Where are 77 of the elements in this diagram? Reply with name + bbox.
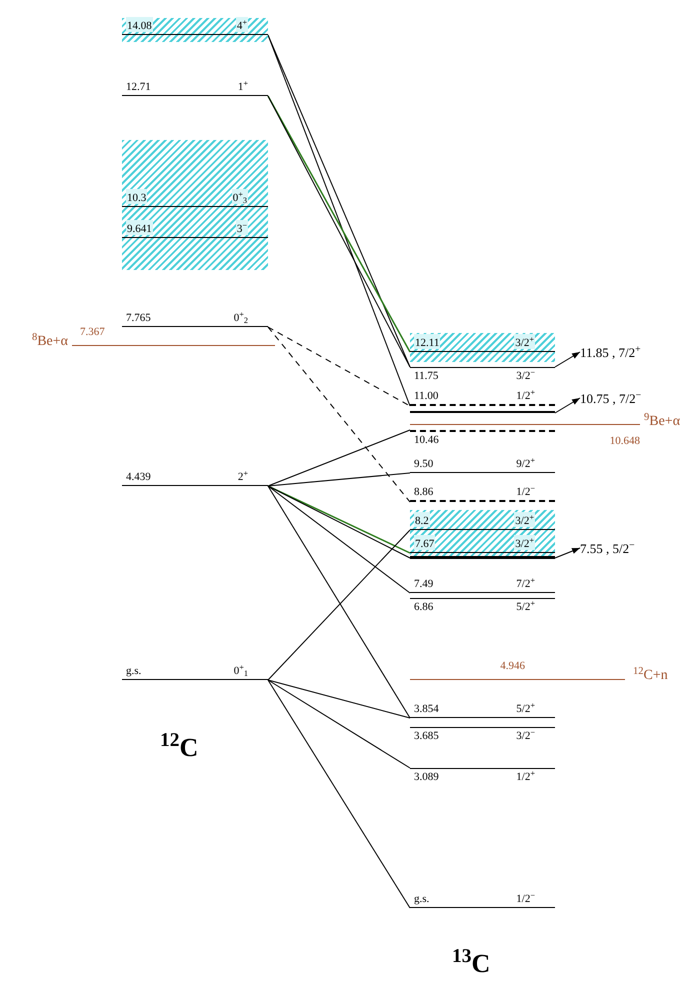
- threshold-energy: 7.367: [80, 326, 105, 338]
- energy-value: g.s.: [126, 666, 142, 677]
- spin-parity: 3/2$^{+}$: [514, 512, 535, 527]
- spin-parity: 3/2$^{−}$: [516, 731, 535, 742]
- energy-level: [410, 700, 555, 718]
- transition-line: [268, 326, 410, 406]
- energy-level: [410, 535, 555, 553]
- transition-line: [268, 680, 410, 908]
- spin-parity: 1/2$^{−}$: [516, 894, 535, 905]
- energy-value: 9.50: [414, 459, 434, 470]
- reaction-channel: $^{8}$Be+α: [32, 334, 68, 349]
- transition-line: [268, 680, 410, 768]
- arrow: [554, 352, 580, 368]
- spin-parity: 3/2$^{−}$: [516, 371, 535, 382]
- reaction-channel: $^{12}$C+n: [633, 668, 668, 683]
- arrow: [554, 398, 580, 414]
- level-label: 11.85 , 7/2$^{+}$: [580, 346, 641, 358]
- energy-value: 4.439: [126, 472, 151, 483]
- transition-line: [268, 472, 410, 486]
- energy-value: 12.71: [126, 82, 151, 93]
- spin-parity: 2$^{+}$: [238, 472, 248, 483]
- spin-parity: 1/2$^{+}$: [516, 772, 535, 783]
- energy-value: g.s.: [414, 894, 430, 905]
- spin-parity: 7/2$^{+}$: [516, 579, 535, 590]
- transition-line: [268, 326, 410, 502]
- hatched-band: [410, 333, 555, 362]
- level-label: 10.75 , 7/2$^{−}$: [580, 392, 642, 404]
- energy-value: 11.75: [414, 371, 438, 382]
- spin-parity: 3/2$^{+}$: [514, 334, 535, 349]
- energy-value: 11.00: [414, 391, 438, 402]
- transition-line: [268, 680, 410, 718]
- energy-value: 12.11: [414, 334, 440, 349]
- transition-line: [268, 530, 410, 680]
- energy-level: [410, 334, 555, 352]
- hatched-band: [122, 18, 268, 42]
- energy-level: [122, 468, 268, 486]
- energy-value: 9.641: [126, 220, 153, 235]
- energy-level: [410, 575, 555, 593]
- spin-parity: 1$^{+}$: [238, 82, 248, 93]
- energy-value: 6.86: [414, 602, 434, 613]
- spin-parity: 5/2$^{+}$: [516, 602, 535, 613]
- energy-level: [410, 388, 555, 406]
- energy-value: 14.08: [126, 17, 153, 32]
- hatched-band: [122, 140, 268, 270]
- energy-level: [410, 455, 555, 473]
- threshold-energy: 10.648: [610, 435, 640, 447]
- hatched-band: [410, 510, 555, 556]
- nucleus-label: $^{13}$C: [452, 949, 490, 978]
- level-label: 7.55 , 5/2$^{−}$: [580, 542, 635, 554]
- transition-line: [268, 486, 410, 718]
- arrow: [554, 548, 580, 558]
- threshold-energy: 4.946: [500, 660, 525, 672]
- energy-value: 7.765: [126, 313, 151, 324]
- spin-parity: 5/2$^{+}$: [516, 704, 535, 715]
- energy-level: [410, 512, 555, 530]
- energy-value: 7.49: [414, 579, 434, 590]
- spin-parity: 4$^{+}$: [236, 17, 248, 32]
- energy-level: [122, 220, 268, 238]
- energy-value: 8.86: [414, 487, 434, 498]
- spin-parity: 3$^{−}$: [236, 220, 248, 235]
- spin-parity: 1/2$^{−}$: [516, 487, 535, 498]
- energy-value: 3.685: [414, 731, 439, 742]
- energy-level: [410, 556, 555, 559]
- spin-parity: 9/2$^{+}$: [516, 459, 535, 470]
- energy-value: 10.46: [414, 435, 439, 446]
- energy-level: [122, 17, 268, 35]
- energy-value: 7.67: [414, 535, 436, 550]
- energy-value: 10.3: [126, 189, 148, 204]
- reaction-channel: $^{9}$Be+α: [644, 414, 680, 429]
- energy-value: 3.854: [414, 704, 439, 715]
- spin-parity: 3/2$^{+}$: [514, 535, 535, 550]
- energy-level: [122, 78, 268, 96]
- energy-value: 3.089: [414, 772, 439, 783]
- spin-parity: 1/2$^{+}$: [516, 391, 535, 402]
- nucleus-label: $^{12}$C: [160, 733, 198, 762]
- energy-level: [122, 189, 268, 207]
- energy-value: 8.2: [414, 512, 430, 527]
